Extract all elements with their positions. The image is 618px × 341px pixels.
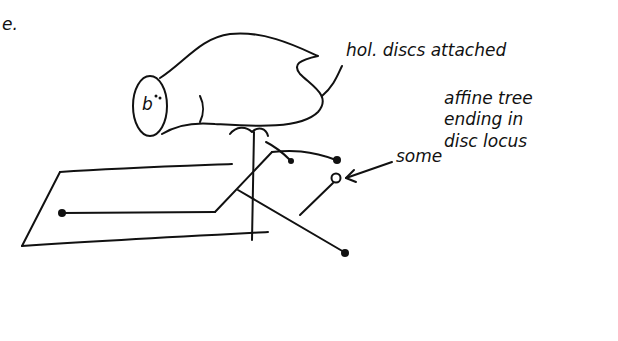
leader-line [322, 66, 342, 96]
open-vertex [332, 174, 341, 183]
disc-outline [133, 76, 167, 136]
annotation-note: hol. discs attached [346, 40, 516, 61]
tree-vertex [341, 249, 349, 257]
plane-edge [22, 172, 60, 246]
tree-edge [62, 212, 215, 213]
disc-dot [155, 95, 158, 98]
tree-edge [215, 152, 272, 212]
tree-vertex [58, 209, 66, 217]
tree-edge [266, 142, 290, 160]
annotation-note: affine tree ending in disc locus [444, 88, 548, 152]
arrow-head [346, 170, 356, 182]
tree-vertex [288, 158, 294, 164]
disc-blob [160, 33, 323, 134]
disc-label: b [142, 94, 153, 115]
blob-seam [200, 96, 203, 122]
annotation-note: some [396, 146, 442, 167]
tree-hook [230, 128, 268, 136]
tree-vertex [333, 156, 341, 164]
plane-edge [60, 164, 232, 172]
margin-note: e. [2, 14, 18, 35]
tree-edge [238, 190, 344, 252]
plane-edge [22, 232, 268, 246]
tree-edge [300, 183, 333, 215]
disc-dot [159, 97, 162, 100]
tree-edge [252, 132, 254, 240]
